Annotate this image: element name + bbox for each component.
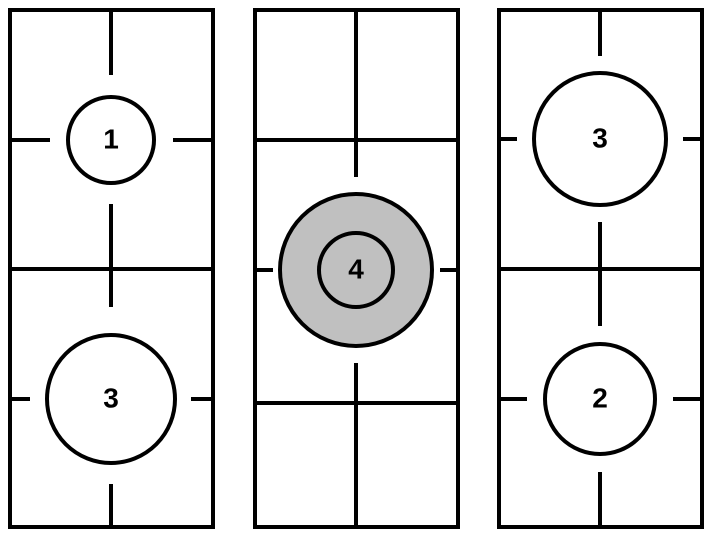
left-panel — [8, 8, 215, 529]
burner-left-bottom-label: 3 — [103, 382, 119, 413]
burner-left-bottom — [45, 333, 177, 465]
burner-right-top-label: 3 — [592, 122, 608, 153]
burner-right-top — [532, 71, 668, 207]
burner-right-bottom-label: 2 — [592, 382, 608, 413]
burner-center-label: 4 — [348, 253, 364, 284]
burner-left-top — [66, 95, 156, 185]
burner-right-bottom — [543, 342, 657, 456]
center-panel — [253, 8, 460, 529]
burner-center-inner — [317, 231, 395, 309]
burner-center-outer — [278, 192, 434, 348]
burner-left-top-label: 1 — [103, 123, 119, 154]
right-panel — [497, 8, 704, 529]
